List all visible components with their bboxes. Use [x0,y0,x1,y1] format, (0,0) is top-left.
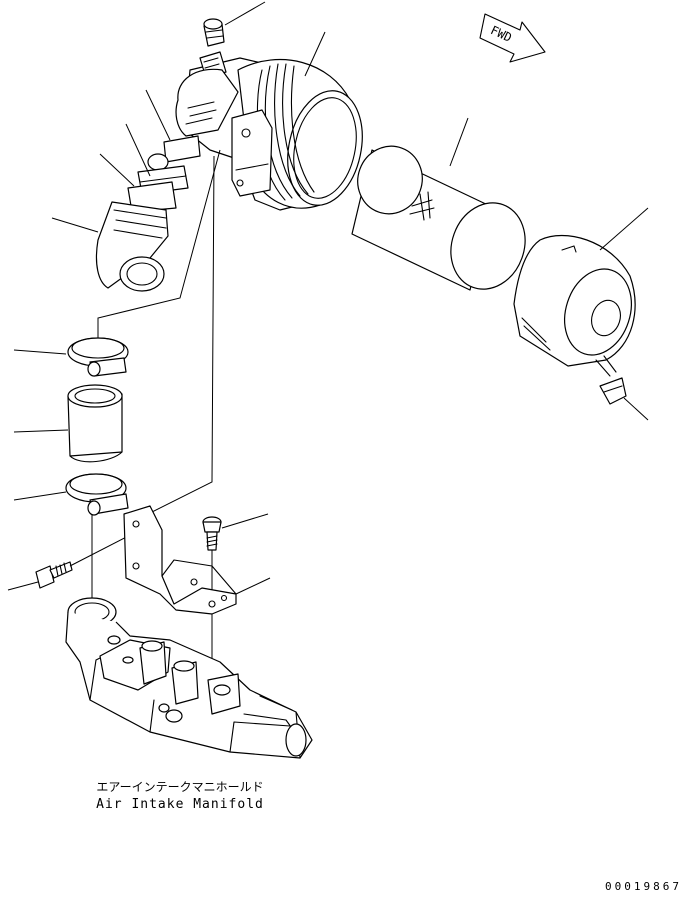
leader-dust-cup-cover [599,207,649,251]
filter-element [351,145,526,291]
leader-long-bolt-tag [7,581,39,591]
vacuator-cap-top [203,18,225,47]
leader-straight-hose [13,429,69,433]
short-bolt [202,516,222,551]
upper-clamp-c [127,181,177,213]
leader-bracket [235,577,271,595]
elbow-hose [95,201,169,292]
leader-routing-a [97,149,221,338]
intake-manifold [65,597,313,759]
leader-lower-clamp-b [13,491,67,501]
fwd-label: FWD [488,23,514,45]
leader-elbow-hose [51,217,99,233]
leader-short-bolt [221,513,269,529]
dust-cup-cover [513,234,636,377]
leader-vacuator-bottom [623,397,649,421]
long-bolt [35,561,73,589]
leader-lower-clamp-a [13,349,67,355]
lower-clamp-a [67,337,129,377]
drawing-number: 00019867 [605,880,682,893]
lower-clamp-b [65,473,129,516]
air-cleaner-body [175,51,363,211]
upper-clamp-a [147,135,201,171]
leader-routing-b [127,155,215,525]
leader-upper-clamp-a [145,89,171,141]
leader-air-cleaner-body [304,31,326,77]
caption-japanese: エアーインテークマニホールド [96,780,264,794]
leader-vacuator-top [224,1,266,26]
fwd-direction-arrow: FWD [479,13,546,63]
vacuator-valve-bottom [599,377,627,405]
leader-upper-clamp-b [125,123,151,177]
straight-hose [67,384,123,463]
leader-upper-clamp-c [99,153,135,187]
caption-english: Air Intake Manifold [96,797,264,812]
leader-filter-element [449,117,469,167]
